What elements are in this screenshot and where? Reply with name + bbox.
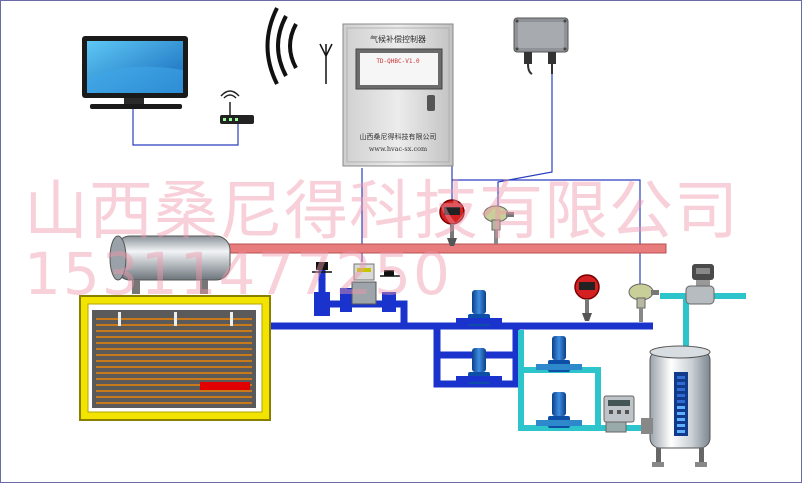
boiler-drum (109, 235, 231, 294)
controller-title: 气候补偿控制器 (370, 34, 426, 44)
controller-display-line: TD-QHBC-V1.0 (376, 58, 420, 65)
water-tank-icon (641, 345, 711, 467)
climate-compensation-controller (342, 23, 454, 167)
valve-icon (312, 262, 400, 316)
boiler-icon (79, 295, 271, 421)
controller-website: www.hvac-sx.com (369, 145, 427, 153)
outdoor-sensor-icon (513, 17, 569, 75)
signal-wave-icon (265, 7, 298, 85)
pressure-sensor-icon (483, 205, 659, 322)
hot-water-pipe (227, 243, 667, 254)
monitor-icon (82, 36, 188, 109)
flow-meter-icon (603, 395, 635, 433)
wifi-router-icon (220, 90, 254, 124)
boiler-indicator (200, 382, 250, 390)
boiler-grille (96, 312, 252, 404)
controller-company: 山西桑尼得科技有限公司 (360, 132, 437, 141)
pump-icon (456, 290, 582, 428)
antenna-icon (319, 43, 333, 84)
temperature-meter-icon (439, 199, 600, 321)
tank-level-gauge (677, 376, 685, 433)
solenoid-valve-icon (685, 264, 715, 305)
